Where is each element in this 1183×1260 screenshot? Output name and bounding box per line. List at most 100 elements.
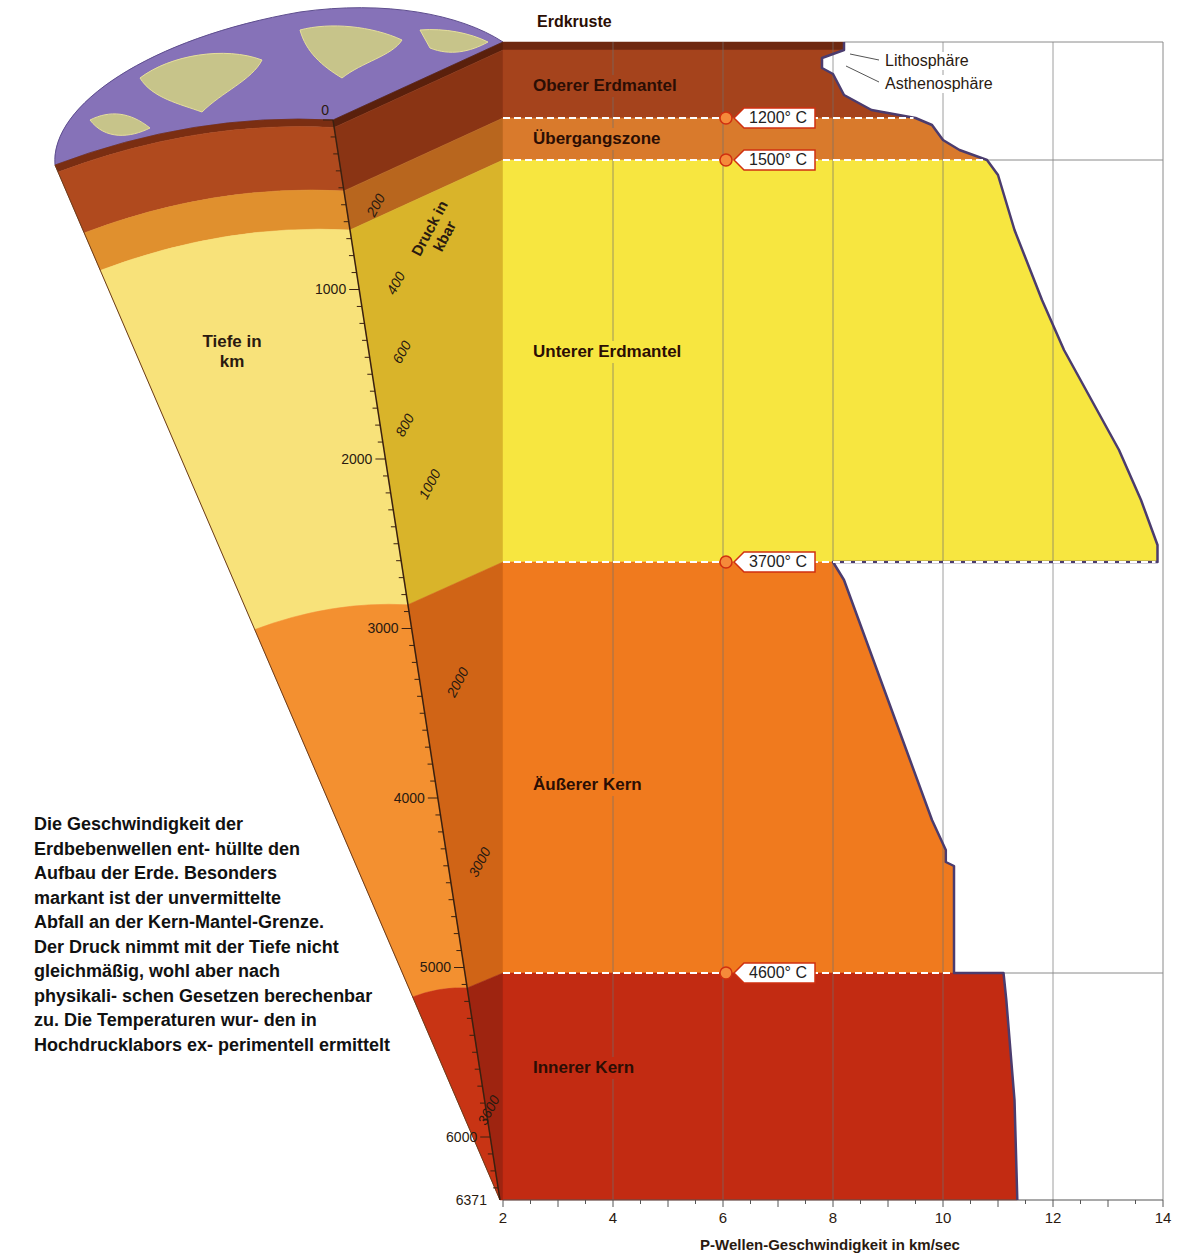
depth-value: 6000: [446, 1129, 477, 1145]
temperature-tag: 4600° C: [733, 962, 816, 984]
x-tick: [943, 1200, 944, 1207]
depth-tick: [422, 730, 427, 731]
depth-tick: [417, 696, 422, 697]
grid-line: [723, 42, 724, 1200]
depth-tick: [344, 221, 349, 222]
velocity-band: [503, 973, 1017, 1200]
grid-line: [613, 42, 614, 1200]
layer-label: Übergangszone: [529, 128, 665, 150]
depth-tick: [323, 120, 333, 121]
temperature-value: 1200° C: [749, 109, 807, 127]
depth-tick: [391, 526, 396, 527]
x-tick: [805, 1200, 806, 1204]
depth-tick: [383, 475, 388, 476]
x-tick: [723, 1200, 724, 1207]
layer-label: Innerer Kern: [529, 1057, 638, 1079]
chart-frame: [844, 42, 1163, 43]
depth-tick: [488, 1153, 493, 1154]
tag-shape: [734, 963, 815, 983]
depth-tick: [490, 1170, 495, 1171]
depth-tick: [375, 425, 380, 426]
landmass: [90, 114, 150, 135]
depth-tick: [480, 1137, 490, 1138]
x-tick: [503, 1200, 504, 1207]
velocity-value: 10: [935, 1209, 952, 1226]
x-tick: [1053, 1200, 1054, 1207]
depth-tick: [362, 340, 367, 341]
layer-label: Erdkruste: [533, 12, 616, 32]
depth-tick: [441, 848, 446, 849]
depth-tick: [428, 764, 433, 765]
x-tick: [640, 1200, 641, 1204]
depth-tick: [336, 170, 341, 171]
x-tick: [613, 1200, 614, 1207]
tag-shape: [734, 552, 815, 572]
layer-name: Innerer Kern: [533, 1058, 634, 1078]
depth-tick: [430, 781, 435, 782]
depth-tick: [349, 255, 354, 256]
layer-note: Lithosphäre: [883, 52, 971, 70]
x-tick: [750, 1200, 751, 1204]
pressure-value: 200: [363, 191, 388, 219]
layer-label: Unterer Erdmantel: [529, 341, 685, 363]
depth-tick: [394, 543, 399, 544]
x-tick: [1080, 1200, 1081, 1204]
layer-name: Oberer Erdmantel: [533, 76, 677, 96]
x-tick: [1108, 1200, 1109, 1207]
depth-tick: [352, 272, 357, 273]
x-tick: [888, 1200, 889, 1207]
depth-tick: [435, 814, 440, 815]
depth-tick: [388, 509, 393, 510]
depth-tick: [464, 1001, 469, 1002]
depth-value: 1000: [315, 281, 346, 297]
depth-tick: [331, 136, 336, 137]
depth-tick: [472, 1052, 477, 1053]
depth-tick: [373, 408, 378, 409]
depth-tick: [420, 713, 425, 714]
depth-tick: [412, 662, 417, 663]
layer-name: Übergangszone: [533, 129, 661, 149]
velocity-value: 2: [499, 1209, 507, 1226]
depth-value: 3000: [367, 620, 398, 636]
depth-value: 5000: [420, 959, 451, 975]
tag-shape: [734, 150, 815, 170]
depth-tick: [438, 831, 443, 832]
depth-tick: [341, 204, 346, 205]
depth-tick: [359, 323, 364, 324]
temperature-tag: 1200° C: [733, 107, 816, 129]
temperature-tag: 3700° C: [733, 551, 816, 573]
temperature-marker: [720, 556, 732, 568]
layer-name: Unterer Erdmantel: [533, 342, 681, 362]
depth-tick: [454, 933, 459, 934]
landmass: [420, 30, 488, 53]
depth-tick: [404, 611, 409, 612]
depth-tick: [414, 679, 419, 680]
depth-tick: [401, 594, 406, 595]
pressure-value: 800: [392, 411, 417, 439]
depth-tick: [409, 645, 414, 646]
layer-name: Erdkruste: [537, 13, 612, 31]
depth-tick: [365, 357, 370, 358]
depth-tick: [462, 984, 467, 985]
x-tick: [530, 1200, 531, 1204]
chart-frame: [1163, 42, 1164, 1200]
temperature-value: 4600° C: [749, 964, 807, 982]
grid-line: [833, 42, 834, 1200]
temperature-value: 1500° C: [749, 151, 807, 169]
depth-tick: [375, 459, 385, 460]
tag-shape: [734, 108, 815, 128]
depth-tick: [357, 306, 362, 307]
caption: Die Geschwindigkeit der Erdbebenwellen e…: [34, 814, 390, 1055]
pressure-value: 400: [383, 269, 408, 297]
velocity-value: 8: [829, 1209, 837, 1226]
depth-tick: [449, 899, 454, 900]
depth-tick: [493, 1187, 498, 1188]
velocity-value: 4: [609, 1209, 617, 1226]
velocity-value: 14: [1155, 1209, 1172, 1226]
velocity-curve: [822, 42, 1158, 1200]
leader-line: [846, 66, 879, 82]
temperature-marker: [720, 112, 732, 124]
axis-title: P-Wellen-Geschwindigkeit in km/sec: [700, 1236, 960, 1253]
boundary-dash: [503, 561, 1156, 563]
